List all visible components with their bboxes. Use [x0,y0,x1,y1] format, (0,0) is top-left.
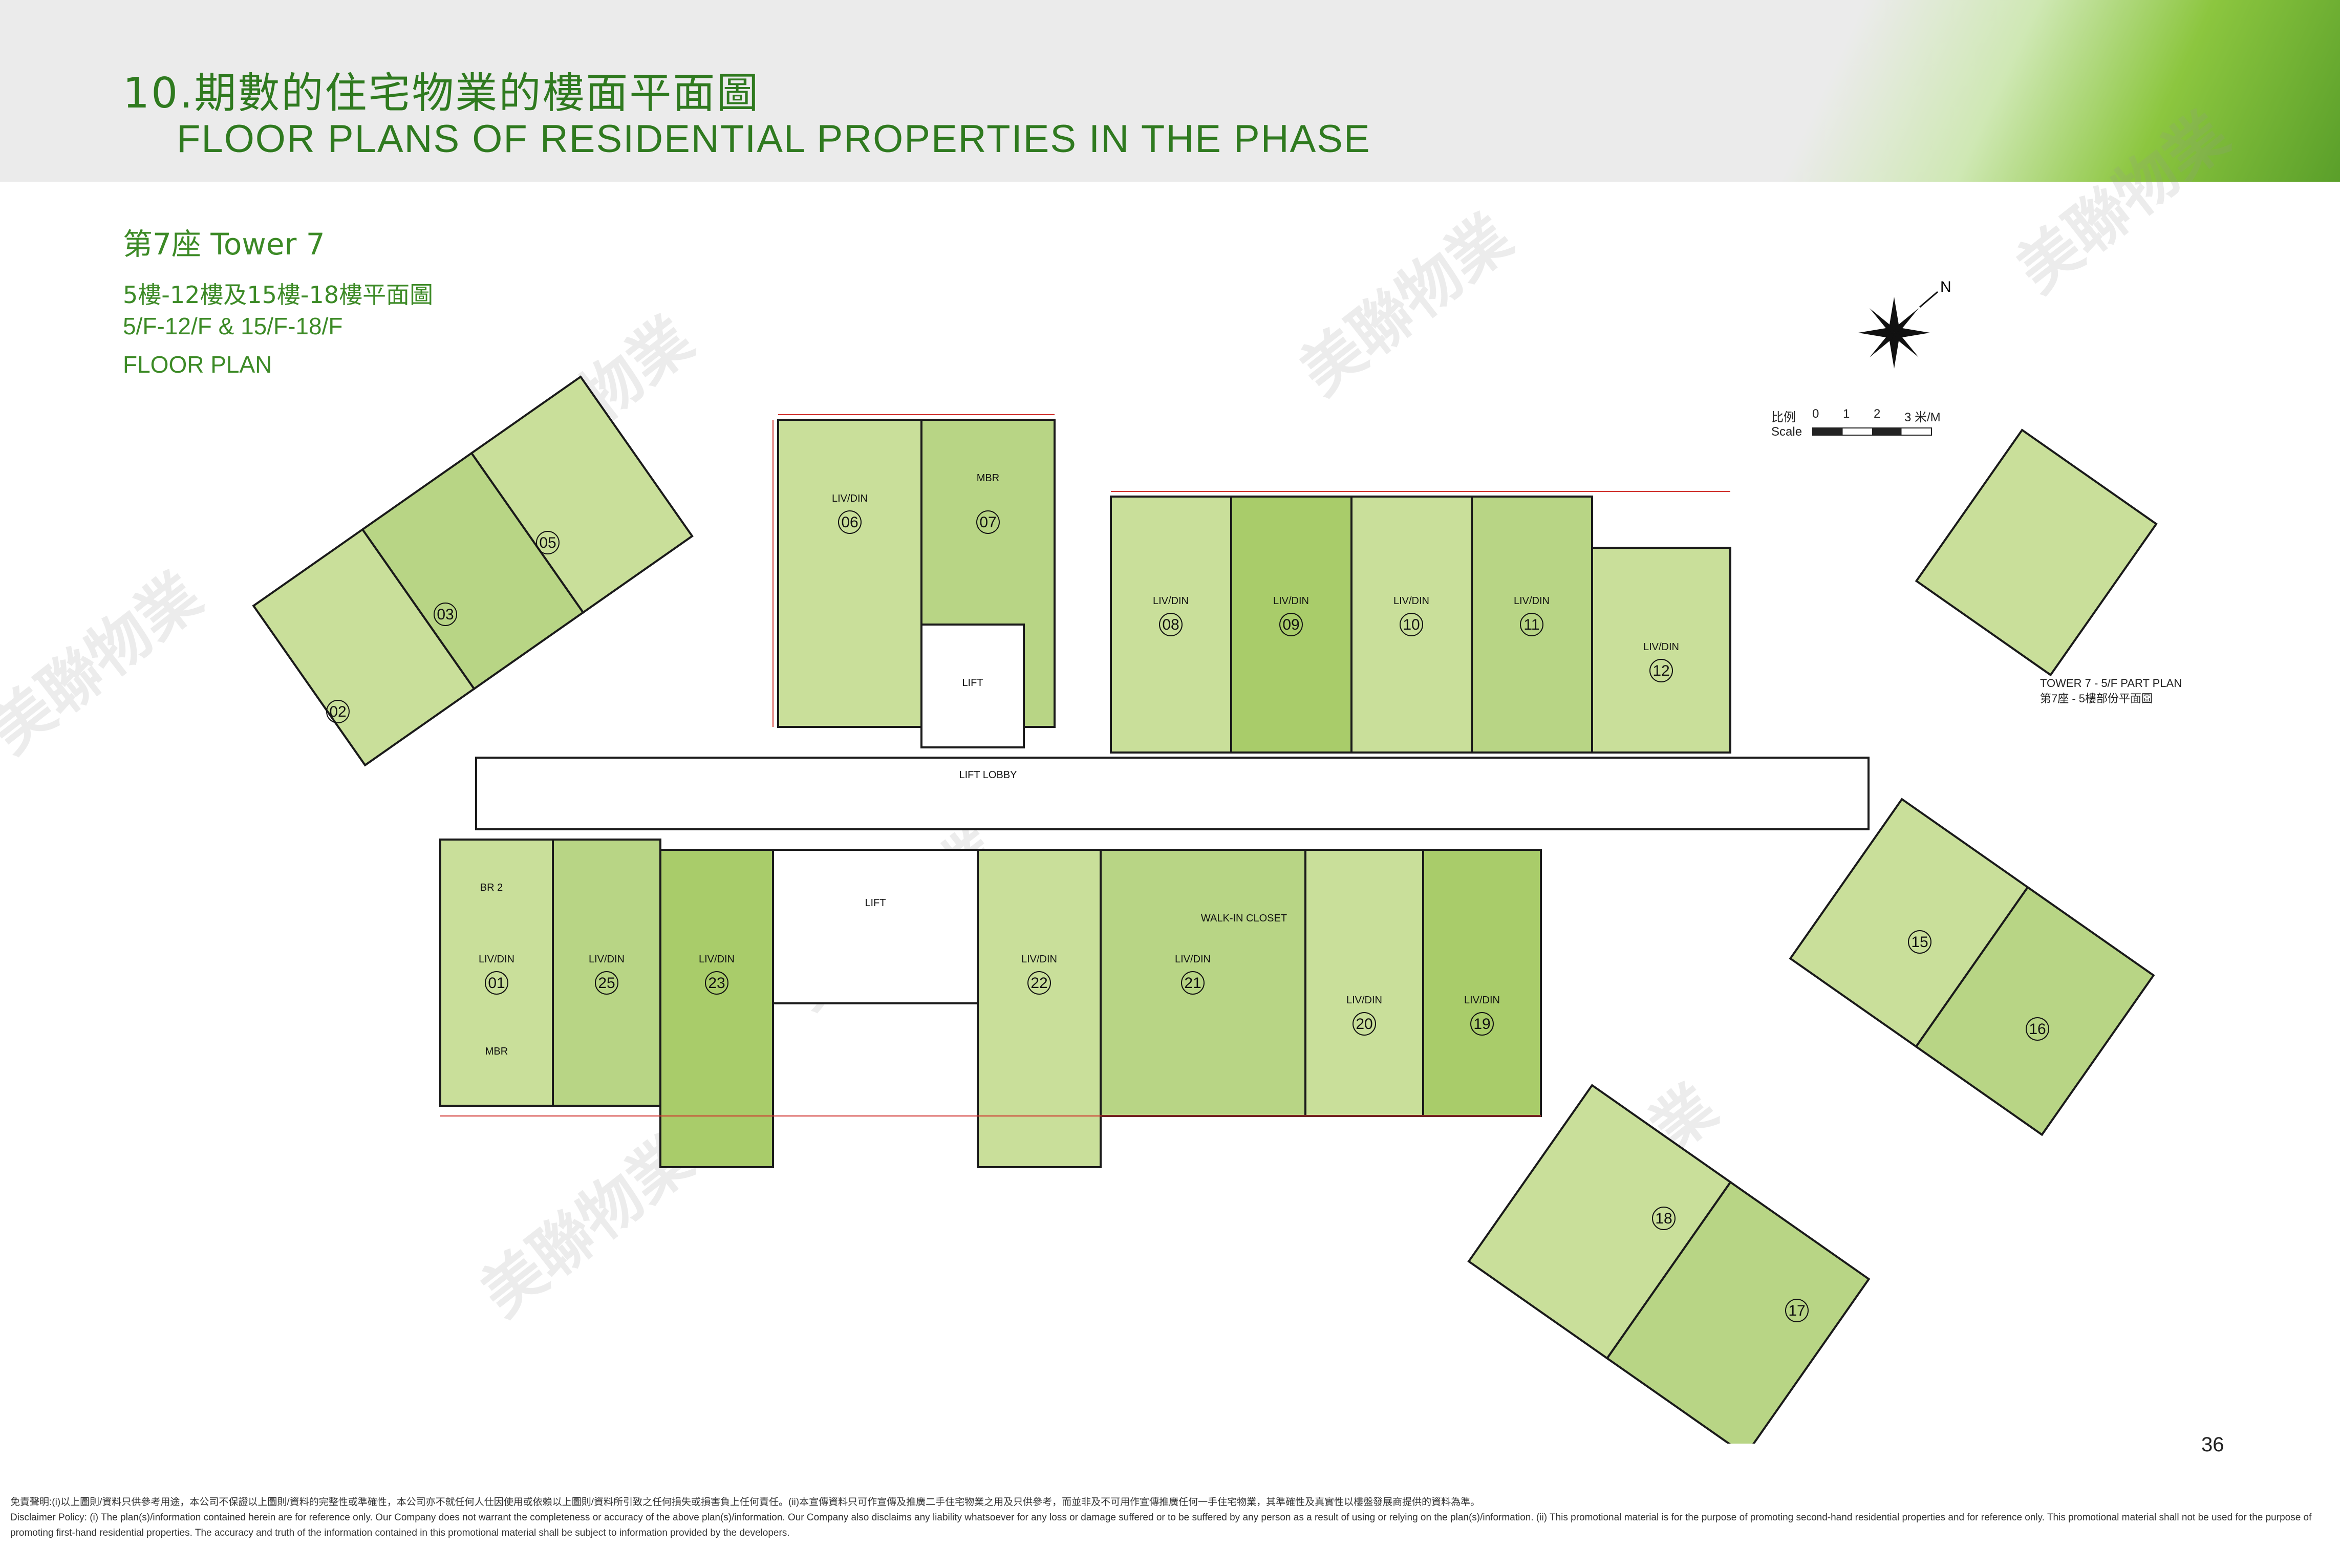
room-label: LIV/DIN [589,954,625,965]
header-swoosh [1726,0,2340,182]
unit-number: 16 [2029,1021,2046,1038]
tower-title: 第7座 Tower 7 [123,227,325,262]
unit-25 [552,839,661,1107]
page-title-zh: 10.期數的住宅物業的樓面平面圖 [123,69,760,118]
unit-number: 19 [1473,1016,1490,1033]
unit-09 [1230,496,1353,754]
room-label: LIV/DIN [1153,595,1189,607]
unit-number: 25 [598,975,615,992]
room-label: LIV/DIN [832,493,868,504]
room-label: WALK-IN CLOSET [1201,913,1287,924]
room-label: LIFT [962,677,983,689]
unit-number: 22 [1031,975,1047,992]
disclaimer: 免責聲明:(i)以上圖則/資料只供參考用途，本公司不保證以上圖則/資料的完整性或… [10,1495,2329,1541]
unit-number: 10 [1403,616,1420,633]
unit-number: 17 [1788,1302,1805,1319]
unit-06 [777,419,922,728]
page-number: 36 [2201,1433,2224,1456]
floors-zh: 5樓-12樓及15樓-18樓平面圖 [123,281,434,309]
unit-05 [470,375,694,614]
part-plan-unit-15 [1915,428,2158,677]
unit-12 [1591,547,1731,754]
unit-number: 01 [488,975,505,992]
unit-17 [1605,1180,1871,1444]
part-plan-caption: TOWER 7 - 5/F PART PLAN 第7座 - 5樓部份平面圖 [2040,676,2182,706]
unit-number: 12 [1652,662,1669,679]
room-label: MBR [485,1046,508,1057]
unit-number: 09 [1282,616,1299,633]
unit-number: 20 [1356,1016,1372,1033]
room-label: LIV/DIN [1643,641,1679,653]
unit-21 [1100,849,1306,1117]
north-arrow-icon: N [1858,278,1951,369]
room-label: LIV/DIN [1021,954,1057,965]
room-label: LIV/DIN [1393,595,1429,607]
north-label: N [1940,278,1951,295]
unit-number: 21 [1184,975,1201,992]
disclaimer-zh: 免責聲明:(i)以上圖則/資料只供參考用途，本公司不保證以上圖則/資料的完整性或… [10,1497,1480,1508]
unit-23 [659,849,774,1168]
unit-number: 03 [437,606,454,623]
unit-number: 11 [1523,616,1539,633]
unit-number: 07 [979,514,996,531]
unit-11 [1471,496,1593,754]
scale-bar-graphic [1812,427,1932,436]
scale-bar: 比例 Scale 0 1 2 3 米/M [1771,407,1941,439]
unit-number: 05 [539,534,556,551]
unit-10 [1350,496,1473,754]
scale-tick: 0 [1812,407,1819,421]
corridor [475,757,1870,830]
unit-20 [1304,849,1424,1117]
scale-label-zh: 比例 [1771,411,1796,424]
floors-en: 5/F-12/F & 15/F-18/F [123,313,343,339]
floor-plan: 06 07 08 09 10 11 12 01 25 23 22 21 20 1… [252,375,2158,1444]
room-label: LIV/DIN [699,954,735,965]
room-label: LIV/DIN [479,954,514,965]
scale-tick: 2 [1874,407,1881,421]
unit-number: 15 [1911,934,1928,951]
scale-tick: 3 米/M [1904,411,1941,424]
room-label: LIFT LOBBY [959,769,1017,781]
header-banner [0,0,2340,182]
unit-number: 18 [1655,1210,1672,1227]
unit-number: 23 [708,975,725,992]
lift-lobby-box [772,849,979,1004]
room-label: LIV/DIN [1464,995,1500,1006]
room-label: BR 2 [480,882,503,893]
unit-number: 08 [1162,616,1179,633]
unit-16 [1915,886,2155,1136]
part-plan-title-en: TOWER 7 - 5/F PART PLAN [2040,677,2182,690]
unit-19 [1422,849,1542,1117]
part-plan-title-zh: 第7座 - 5樓部份平面圖 [2040,692,2153,705]
room-label: LIV/DIN [1514,595,1550,607]
unit-number: 02 [329,703,346,720]
scale-label-en: Scale [1771,425,1802,439]
unit-01 [439,839,554,1107]
room-label: LIV/DIN [1273,595,1309,607]
room-label: LIFT [865,897,886,909]
page-title-en: FLOOR PLANS OF RESIDENTIAL PROPERTIES IN… [177,117,1371,161]
room-label: LIV/DIN [1175,954,1211,965]
room-label: MBR [977,472,999,484]
disclaimer-en: Disclaimer Policy: (i) The plan(s)/infor… [10,1512,2312,1538]
lift-core [920,624,1025,748]
unit-22 [977,849,1102,1168]
scale-tick: 1 [1843,407,1850,421]
plan-label: FLOOR PLAN [123,351,272,378]
unit-number: 06 [841,514,858,531]
room-label: LIV/DIN [1346,995,1382,1006]
